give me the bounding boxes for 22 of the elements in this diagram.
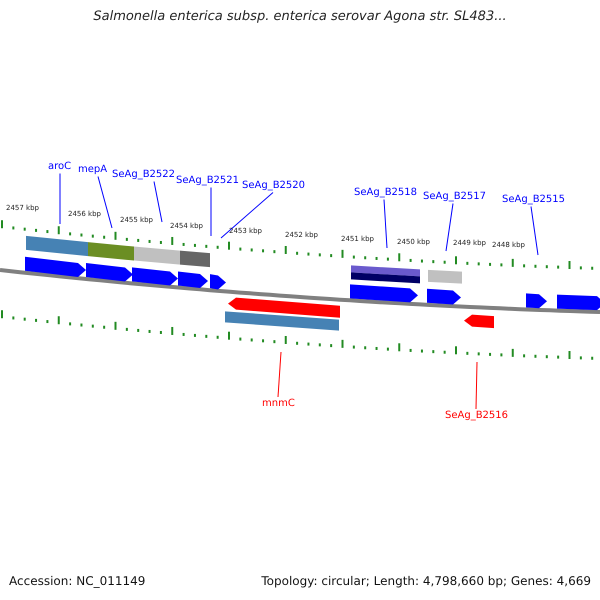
leader-line [476,362,478,410]
footer-text: Accession: NC_011149 [9,575,146,589]
gene-label: mnmC [262,398,295,410]
leader-line [278,352,282,398]
gene-label: SeAg_B2520 [242,180,305,192]
gene-label: SeAg_B2515 [502,194,565,206]
gene-label: mepA [78,164,108,176]
leader-line [384,199,388,248]
gene-label: SeAg_B2516 [445,410,508,422]
footer-text: Topology: circular; Length: 4,798,660 bp; Genes: 4,669 [260,575,591,589]
leader-line [220,192,274,238]
gene-label: SeAg_B2522 [112,169,175,180]
leader-line [530,206,538,256]
gene-label: SeAg_B2517 [423,191,486,202]
leader-line [446,203,454,252]
gene-label: SeAg_B2518 [354,187,417,198]
title: Salmonella enterica subsp. enterica serovar Agona str. SL483... [92,10,508,25]
leader-line [210,187,212,236]
gene-label: SeAg_B2521 [176,175,239,186]
leader-line [98,176,112,228]
leader-line [154,181,162,222]
gene-label: aroC [48,161,72,172]
